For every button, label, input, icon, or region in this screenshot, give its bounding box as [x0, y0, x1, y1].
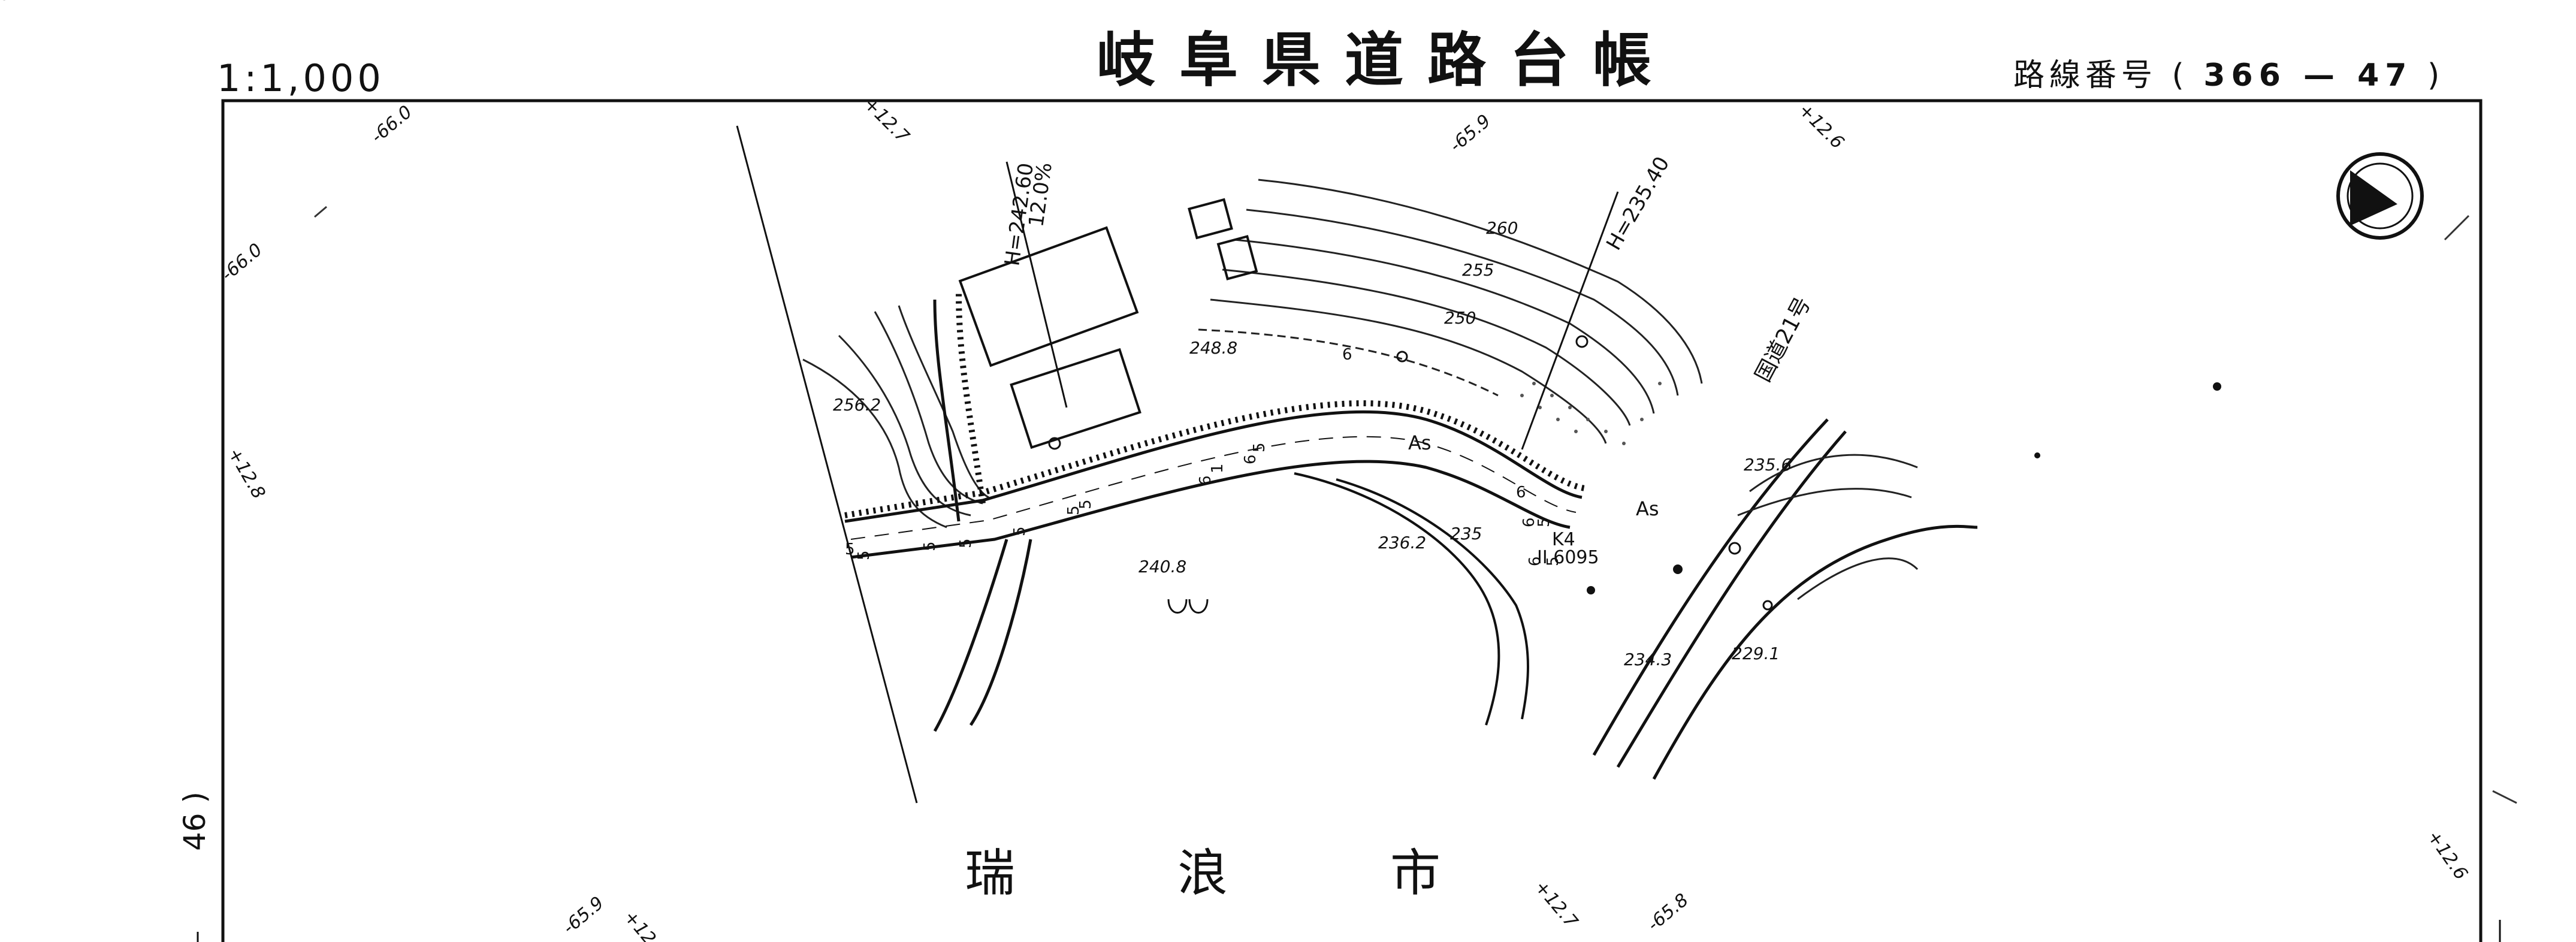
pavement-label: As	[1408, 431, 1432, 454]
lane-width: 5	[921, 541, 939, 551]
place-name-char: 瑞	[965, 844, 1016, 902]
lane-width: 5	[957, 538, 975, 548]
pavement-label: As	[1636, 497, 1659, 520]
route-prefix: 路線番号	[2013, 58, 2158, 93]
map-frame	[221, 99, 2483, 942]
lane-width: 6	[1520, 517, 1538, 527]
grid-label: +12.8	[620, 907, 671, 942]
national-route-label: 国道21号	[1751, 293, 1816, 386]
place-name-char: 市	[1390, 844, 1441, 902]
grid-label: -66.0	[367, 101, 416, 147]
grid-label: -65.8	[1644, 889, 1693, 935]
spot-elevation: 235.6	[1744, 455, 1792, 475]
lane-width: 5	[845, 541, 855, 558]
grid-label: +12.7	[1530, 877, 1582, 932]
spot-elevation: 236.2	[1378, 533, 1426, 552]
spot-elevation: 235	[1450, 524, 1482, 544]
place-name-char: 浪	[1177, 844, 1228, 902]
side-road	[933, 293, 1032, 732]
lane-width: 5	[1544, 556, 1562, 566]
lane-width: 6	[1342, 346, 1352, 364]
km-post-label: K4	[1552, 529, 1575, 550]
spot-elevation: 248.8	[1189, 338, 1237, 358]
contour-label: 255	[1462, 260, 1494, 280]
contour-label: 250	[1444, 308, 1476, 328]
lane-width: 5	[1535, 517, 1553, 527]
grid-label: +12.6	[1794, 99, 1848, 153]
lane-width: 5	[0, 0, 10, 4]
lane-width: 5	[855, 550, 873, 560]
route-number: 366 — 47	[2203, 58, 2413, 93]
route-number-label: 路線番号 ( 366 — 47 )	[2013, 60, 2444, 91]
lane-width: 5	[1011, 526, 1029, 536]
lower-road	[1294, 472, 1529, 726]
contour-label: 260	[1486, 218, 1518, 238]
lane-width: 6	[1242, 454, 1260, 464]
spot-elevation: 229.1	[1732, 644, 1780, 663]
grid-label: -66.0	[218, 239, 267, 285]
page-title: 岐阜県道路台帳	[1097, 26, 1676, 95]
route-close-paren: )	[2427, 58, 2445, 93]
spot-elevation: 234.3	[1624, 650, 1672, 669]
grid-label: +12.8	[224, 445, 269, 503]
route-open-paren: (	[2172, 58, 2189, 93]
grid-label: -65.9	[1446, 110, 1495, 156]
lane-width: 5	[1065, 505, 1083, 515]
buildings	[958, 198, 1258, 449]
km-post-number: II 6095	[1537, 547, 1599, 568]
lane-width: 6	[1526, 556, 1544, 566]
spot-elevation: 256.2	[833, 395, 881, 415]
grid-label: -65.9	[559, 892, 608, 938]
national-route-21	[1592, 418, 1978, 780]
stipple-area	[1520, 382, 1662, 445]
contour-lines	[1198, 179, 1703, 444]
grid-label: +12.6	[2423, 827, 2471, 884]
lane-width: 6	[1197, 475, 1215, 485]
lane-width: 6	[1516, 484, 1526, 502]
lane-width: 1	[1209, 463, 1227, 473]
spot-elevation: 240.8	[1138, 557, 1186, 576]
boundary-line	[736, 125, 918, 804]
lane-width: 5	[1251, 442, 1269, 452]
main-road	[844, 400, 1586, 559]
map-scale: 1:1,000	[217, 56, 385, 100]
lane-width: 5	[1077, 499, 1095, 509]
north-arrow-icon	[2336, 152, 2424, 240]
